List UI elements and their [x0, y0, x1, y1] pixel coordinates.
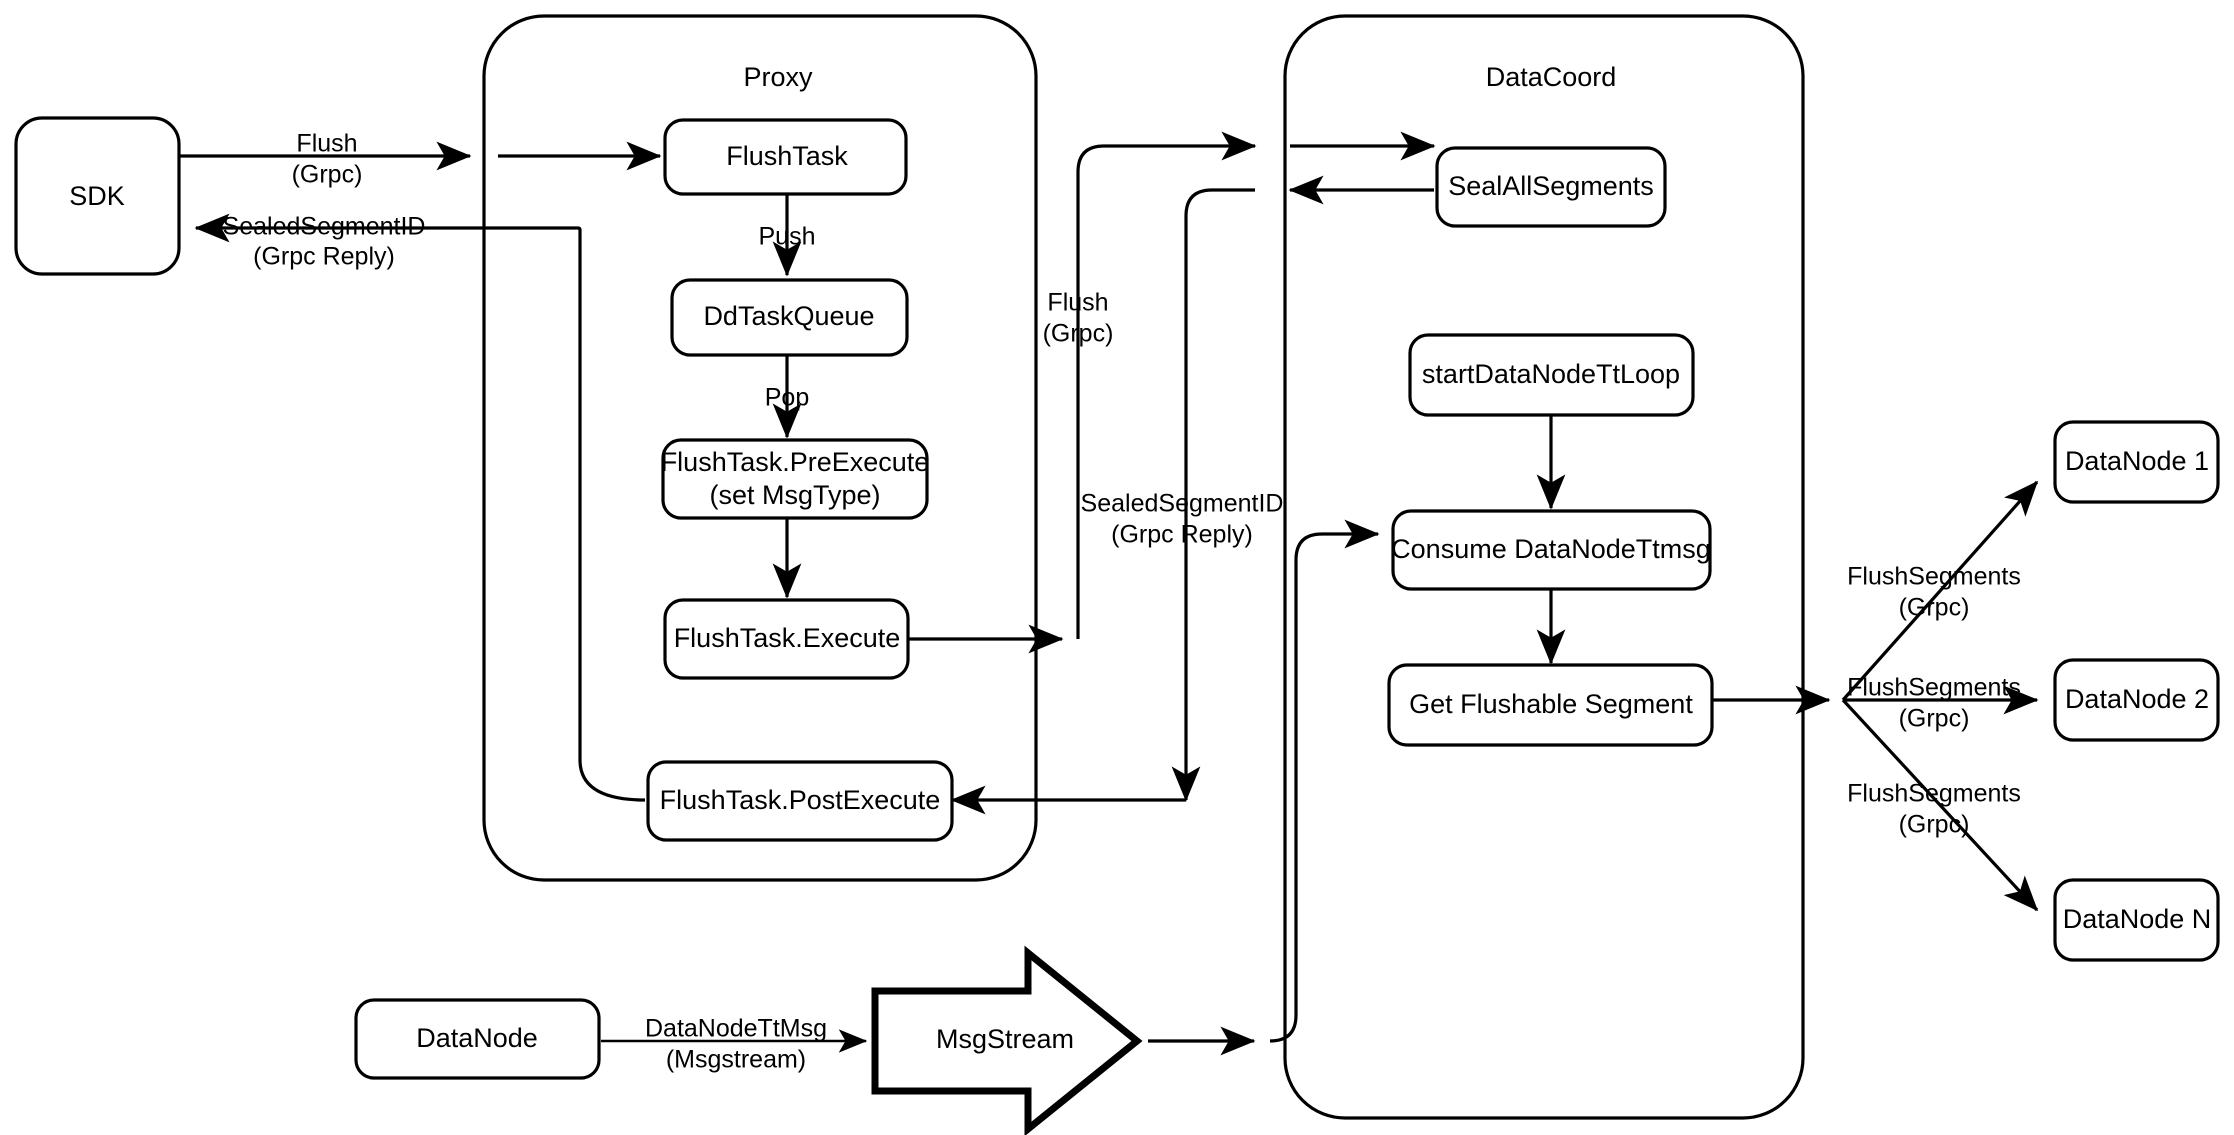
edge-label-pop: Pop [765, 384, 809, 412]
flush-task-execute-box[interactable] [663, 598, 910, 680]
datanode-bottom-box[interactable] [354, 998, 601, 1080]
node-datanode-n[interactable]: DataNode N [2053, 878, 2220, 962]
datacoord-container-rect [1283, 14, 1805, 1120]
node-get-flushable-segment[interactable]: Get Flushable Segment [1387, 663, 1714, 747]
node-flush-task-preexecute[interactable]: FlushTask.PreExecute (set MsgType) [661, 438, 930, 520]
edge-datanode-to-msgstream: DataNodeTtMsg (Msgstream) [601, 1015, 868, 1074]
get-flushable-segment-label: Get Flushable Segment [1409, 689, 1693, 719]
edge-flushtask-to-ddtaskqueue: Push [759, 194, 816, 277]
datacoord-container-label: DataCoord [1486, 62, 1617, 92]
node-datanode-bottom[interactable]: DataNode [354, 998, 601, 1080]
edge-hub-to-datanode-2: FlushSegments (Grpc) [1843, 674, 2039, 733]
edge-label-datacoord-proxy-sealedsegmentid-line1: SealedSegmentID [1081, 490, 1284, 518]
edge-execute-to-datacoord-flush: Flush (Grpc) [908, 131, 1436, 654]
node-sdk[interactable]: SDK [14, 116, 181, 276]
datanode-bottom-label: DataNode [416, 1023, 538, 1053]
node-seal-all-segments[interactable]: SealAllSegments [1435, 146, 1667, 228]
node-flush-task-postexecute[interactable]: FlushTask.PostExecute [646, 760, 954, 842]
edge-proxy-to-sdk-sealedsegmentid: SealedSegmentID (Grpc Reply) [194, 213, 646, 802]
flush-task-execute-label: FlushTask.Execute [674, 623, 901, 653]
edge-label-flushsegments-n-line2: (Grpc) [1899, 811, 1970, 839]
edge-label-flushsegments-n-line1: FlushSegments [1847, 780, 2021, 808]
edge-label-flushsegments-1-line2: (Grpc) [1899, 594, 1970, 622]
edge-datacoord-to-proxy-sealedsegmentid: SealedSegmentID (Grpc Reply) [950, 175, 1434, 815]
edge-label-flush-grpc-line1: Flush [296, 130, 357, 158]
edge-ddtaskqueue-to-preexecute: Pop [765, 355, 809, 439]
edge-hub-to-datanode-n: FlushSegments (Grpc) [1841, 698, 2039, 912]
seal-all-segments-box[interactable] [1435, 146, 1667, 228]
edge-label-datanodettmsg-line2: (Msgstream) [666, 1046, 806, 1074]
get-flushable-segment-box[interactable] [1387, 663, 1714, 747]
edge-label-flushsegments-2-line1: FlushSegments [1847, 674, 2021, 702]
node-datanode-1[interactable]: DataNode 1 [2053, 420, 2220, 504]
node-flush-task[interactable]: FlushTask [663, 118, 908, 196]
edge-label-sealedsegmentid-line1: SealedSegmentID [223, 213, 426, 241]
edge-label-flush-grpc-line2: (Grpc) [292, 161, 363, 189]
flush-task-postexecute-box[interactable] [646, 760, 954, 842]
datanode-2-label: DataNode 2 [2065, 684, 2209, 714]
edge-msgstream-to-consume [1148, 519, 1380, 1056]
consume-datanode-ttmsg-box[interactable] [1391, 509, 1712, 591]
edge-hub-to-datanode-1: FlushSegments (Grpc) [1841, 480, 2039, 702]
edge-label-proxy-datacoord-flush-line2: (Grpc) [1043, 320, 1114, 348]
datanode-1-label: DataNode 1 [2065, 446, 2209, 476]
edge-label-flushsegments-2-line2: (Grpc) [1899, 705, 1970, 733]
proxy-container-label: Proxy [743, 62, 813, 92]
start-datanode-tt-loop-label: startDataNodeTtLoop [1422, 359, 1680, 389]
edge-label-datanodettmsg-line1: DataNodeTtMsg [645, 1015, 827, 1043]
msgstream-label: MsgStream [936, 1024, 1074, 1054]
datanode-1-box[interactable] [2053, 420, 2220, 504]
sdk-label: SDK [69, 181, 125, 211]
flush-task-preexecute-label-line2: (set MsgType) [709, 480, 880, 510]
datanode-n-box[interactable] [2053, 878, 2220, 962]
container-proxy: Proxy [482, 14, 1038, 882]
dd-task-queue-label: DdTaskQueue [703, 301, 874, 331]
container-datacoord: DataCoord [1283, 14, 1805, 1120]
edge-label-datacoord-proxy-sealedsegmentid-line2: (Grpc Reply) [1111, 521, 1253, 549]
proxy-container-rect [482, 14, 1038, 882]
flush-task-label: FlushTask [726, 141, 848, 171]
edge-label-proxy-datacoord-flush-line1: Flush [1047, 289, 1108, 317]
msgstream-arrow-shape[interactable] [871, 945, 1143, 1135]
edge-sdk-to-proxy-flush: Flush (Grpc) [178, 130, 662, 189]
flush-task-postexecute-label: FlushTask.PostExecute [660, 785, 941, 815]
start-datanode-tt-loop-box[interactable] [1408, 333, 1695, 417]
dd-task-queue-box[interactable] [670, 278, 909, 357]
node-datanode-2[interactable]: DataNode 2 [2053, 658, 2220, 742]
edge-label-flushsegments-1-line1: FlushSegments [1847, 563, 2021, 591]
consume-datanode-ttmsg-label: Consume DataNodeTtmsg [1391, 534, 1711, 564]
node-start-datanode-tt-loop[interactable]: startDataNodeTtLoop [1408, 333, 1695, 417]
edge-label-sealedsegmentid-line2: (Grpc Reply) [253, 243, 395, 271]
seal-all-segments-label: SealAllSegments [1448, 171, 1654, 201]
node-msgstream[interactable]: MsgStream [871, 945, 1143, 1135]
node-dd-task-queue[interactable]: DdTaskQueue [670, 278, 909, 357]
datanode-2-box[interactable] [2053, 658, 2220, 742]
flush-task-preexecute-box[interactable] [661, 438, 929, 520]
edge-label-push: Push [759, 223, 816, 251]
node-flush-task-execute[interactable]: FlushTask.Execute [663, 598, 910, 680]
flush-task-preexecute-label-line1: FlushTask.PreExecute [661, 447, 930, 477]
datanode-n-label: DataNode N [2063, 904, 2212, 934]
sdk-box[interactable] [14, 116, 181, 276]
flush-task-box[interactable] [663, 118, 908, 196]
node-consume-datanode-ttmsg[interactable]: Consume DataNodeTtmsg [1391, 509, 1712, 591]
